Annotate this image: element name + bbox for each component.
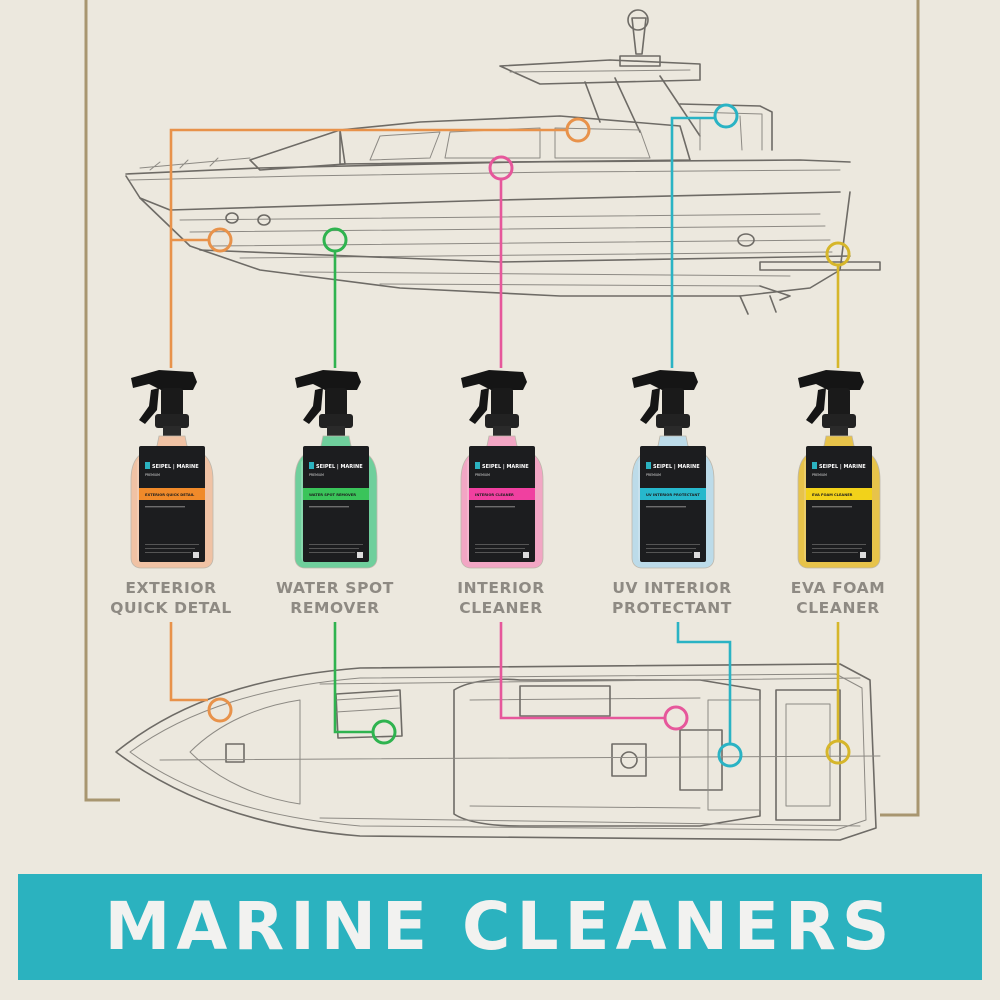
label-product-name: UV INTERIOR PROTECTANT	[646, 493, 700, 497]
brand-name: SEIPEL | MARINE	[819, 464, 866, 470]
product-water-spot-remover[interactable]: SEIPEL | MARINE PREMIUM WATER SPOT REMOVER…	[265, 362, 405, 622]
label-color-strip	[303, 488, 369, 500]
product-eva-foam-cleaner[interactable]: SEIPEL | MARINE PREMIUM EVA FOAM CLEANER EV…	[768, 362, 908, 622]
brand-name: SEIPEL | MARINE	[152, 464, 199, 470]
callout-exterior-quick-detail	[169, 117, 591, 723]
product-interior-cleaner[interactable]: SEIPEL | MARINE PREMIUM INTERIOR CLEANER IN…	[431, 362, 571, 622]
brand-name: SEIPEL | MARINE	[482, 464, 529, 470]
yacht-top-view-sketch	[115, 663, 881, 841]
frame-right-line	[880, 0, 920, 817]
product-label: SEIPEL | MARINE PREMIUM EVA FOAM CLEANER	[806, 446, 872, 562]
product-tier: PREMIUM	[812, 473, 827, 477]
product-tier: PREMIUM	[309, 473, 324, 477]
brand-name: SEIPEL | MARINE	[316, 464, 363, 470]
callout-water-spot-remover	[322, 227, 397, 745]
spray-bottle: SEIPEL | MARINE PREMIUM INTERIOR CLEANER	[460, 370, 544, 569]
spray-trigger-icon	[131, 370, 197, 436]
spray-trigger-icon	[461, 370, 527, 436]
yacht-side-view-sketch	[125, 9, 881, 315]
product-label: SEIPEL | MARINE PREMIUM EXTERIOR QUICK DET…	[139, 446, 205, 562]
product-label: SEIPEL | MARINE PREMIUM UV INTERIOR PROTEC…	[640, 446, 706, 562]
spray-bottle: SEIPEL | MARINE PREMIUM WATER SPOT REMOVER	[294, 370, 378, 569]
spray-bottle: SEIPEL | MARINE PREMIUM UV INTERIOR PROTEC…	[631, 370, 715, 569]
callout-eva-foam-cleaner	[825, 241, 851, 765]
label-product-name: EXTERIOR QUICK DETAIL	[145, 493, 195, 497]
banner-title: MARINE CLEANERS	[104, 888, 896, 965]
brand-logo-icon	[309, 462, 314, 469]
brand-logo-icon	[646, 462, 651, 469]
product-exterior-quick-detail[interactable]: SEIPEL | MARINE PREMIUM EXTERIOR QUICK DET…	[101, 362, 241, 622]
brand-logo-icon	[475, 462, 480, 469]
product-tier: PREMIUM	[646, 473, 661, 477]
callout-interior-cleaner	[488, 155, 689, 731]
label-color-strip	[469, 488, 535, 500]
label-product-name: EVA FOAM CLEANER	[812, 493, 853, 497]
frame-left-line	[84, 0, 120, 802]
callout-uv-interior-protectant	[670, 103, 743, 768]
product-name-label: EXTERIOR QUICK DETAL	[110, 579, 232, 617]
product-name-label: EVA FOAM CLEANER	[790, 579, 886, 617]
brand-name: SEIPEL | MARINE	[653, 464, 700, 470]
product-uv-interior-protectant[interactable]: SEIPEL | MARINE PREMIUM UV INTERIOR PROTEC…	[602, 362, 742, 622]
spray-bottle: SEIPEL | MARINE PREMIUM EXTERIOR QUICK DET…	[130, 370, 214, 569]
product-name-label: WATER SPOT REMOVER	[276, 579, 394, 617]
product-label: SEIPEL | MARINE PREMIUM WATER SPOT REMOVER	[303, 446, 369, 562]
product-name-label: UV INTERIOR PROTECTANT	[612, 579, 732, 617]
label-color-strip	[640, 488, 706, 500]
product-name-label: INTERIOR CLEANER	[457, 579, 545, 617]
spray-trigger-icon	[798, 370, 864, 436]
spray-trigger-icon	[295, 370, 361, 436]
spray-bottle: SEIPEL | MARINE PREMIUM EVA FOAM CLEANER	[797, 370, 881, 569]
product-label: SEIPEL | MARINE PREMIUM INTERIOR CLEANER	[469, 446, 535, 562]
product-tier: PREMIUM	[145, 473, 160, 477]
label-product-name: WATER SPOT REMOVER	[309, 493, 356, 497]
brand-logo-icon	[145, 462, 150, 469]
brand-logo-icon	[812, 462, 817, 469]
title-banner: MARINE CLEANERS	[18, 874, 982, 980]
spray-trigger-icon	[632, 370, 698, 436]
label-color-strip	[806, 488, 872, 500]
label-product-name: INTERIOR CLEANER	[475, 493, 514, 497]
product-tier: PREMIUM	[475, 473, 490, 477]
label-color-strip	[139, 488, 205, 500]
